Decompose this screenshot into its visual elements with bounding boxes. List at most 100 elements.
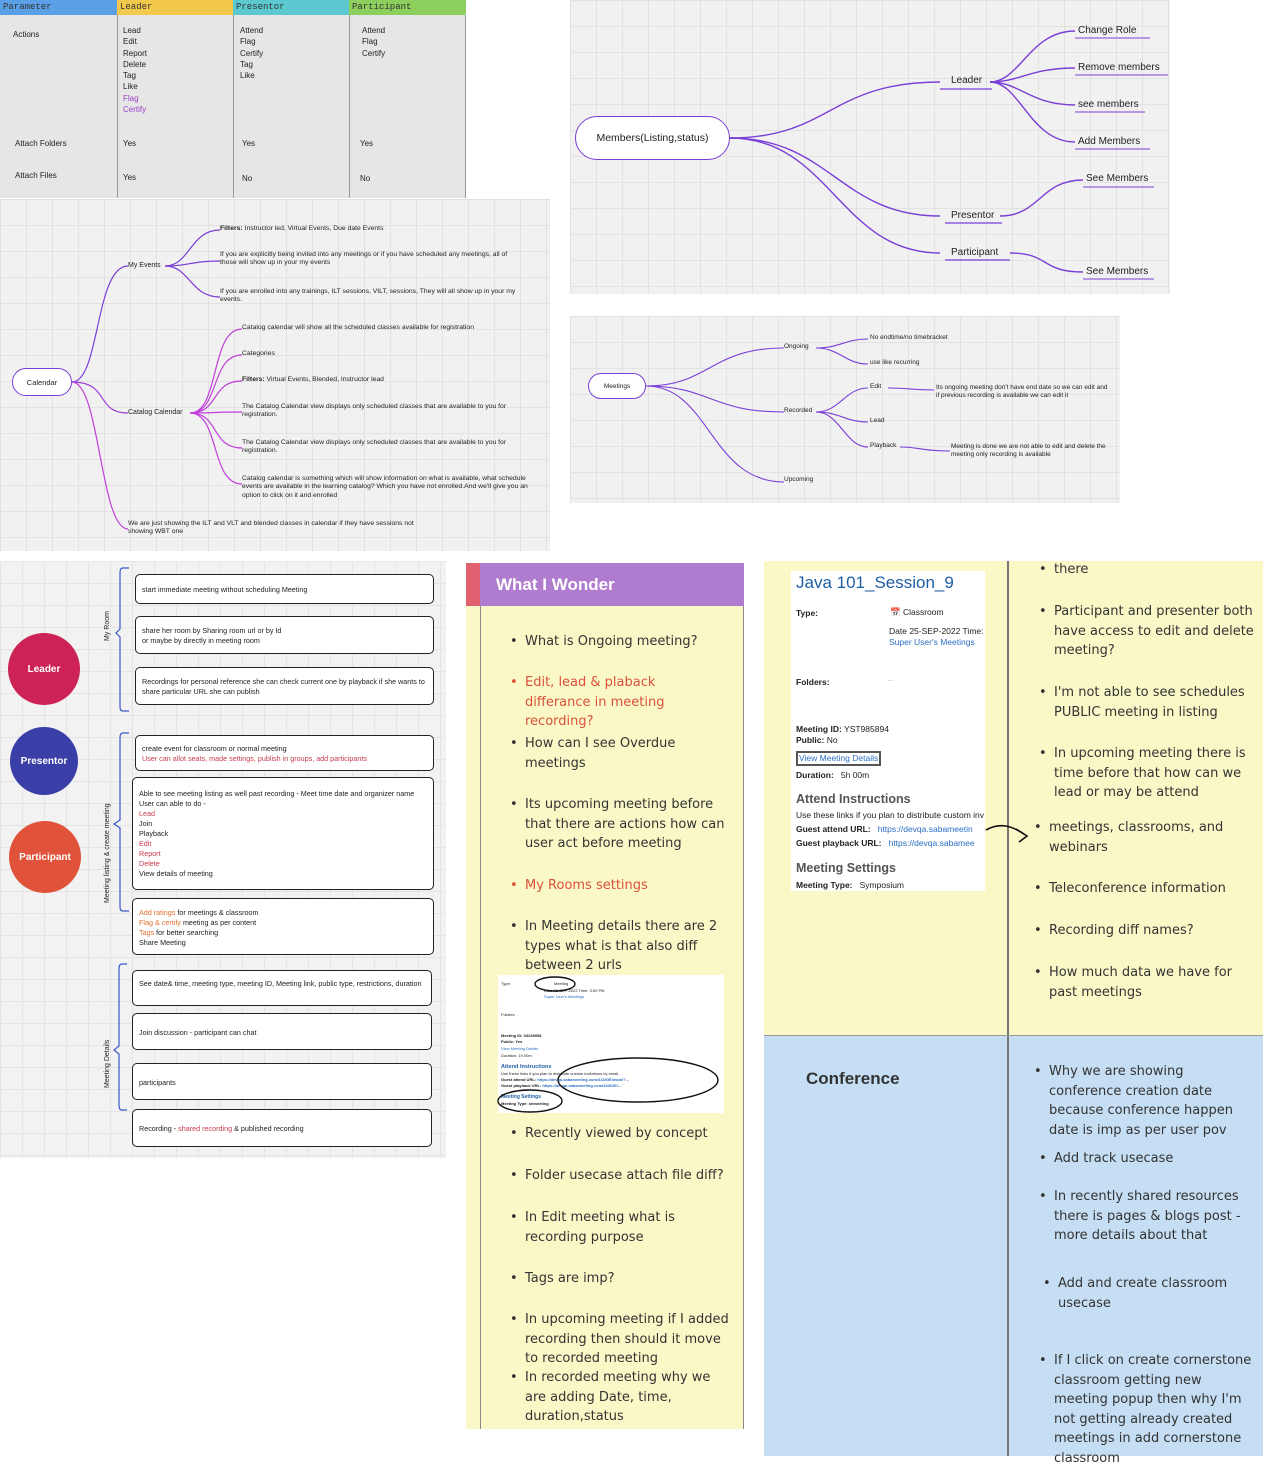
cell-value: No: [242, 174, 253, 183]
ongoing-recurring: use like recurring: [870, 359, 920, 366]
question-item: In upcoming meeting there is time before…: [1039, 744, 1254, 803]
session-date: Date 25-SEP-2022 Time: -: [889, 626, 985, 636]
box-see-date-time: See date& time, meeting type, meeting ID…: [132, 970, 432, 1006]
members-root-label: Members(Listing,status): [596, 132, 709, 144]
calendar-icon: 📅: [890, 607, 901, 617]
table-header-parameter: Parameter: [0, 0, 117, 15]
session-use: Use these links if you plan to distribut…: [796, 810, 985, 820]
cell-value: Yes: [360, 139, 374, 148]
mini-gpu-v[interactable]: https://devqa.sabameeting.com/443/GE/...: [542, 1083, 622, 1088]
session-folders: Folders:: [796, 677, 830, 687]
meetings-root-label: Meetings: [603, 382, 631, 390]
box-ratings: Add ratings for meetings & classroom Fla…: [132, 898, 434, 955]
calendar-catalog-calendar: Catalog Calendar: [128, 409, 183, 416]
cell-value: Yes: [123, 139, 137, 148]
mini-use: Use these links if you plan to distribut…: [501, 1071, 620, 1076]
cell-value: Yes: [242, 139, 256, 148]
wonder-item: Recently viewed by concept: [510, 1124, 730, 1144]
conference-item: Add and create classroom usecase: [1043, 1274, 1253, 1313]
session-sub[interactable]: Super User's Meetings: [889, 637, 975, 647]
playback-note: Meeting is done we are not able to edit …: [951, 443, 1106, 459]
meetings-connectors: [645, 338, 951, 483]
session-dur: 5h 00m: [840, 770, 870, 780]
session-mid: YST985894: [844, 724, 889, 734]
row-label-attach-folders: Attach Folders: [15, 139, 67, 148]
members-root-node: Members(Listing,status): [575, 116, 730, 160]
table-header-presentor: Presentor: [233, 0, 349, 15]
mini-sub: Super User's Meetings: [544, 994, 585, 999]
cell-value: Yes: [123, 173, 137, 182]
guest-attend-url[interactable]: https://devqa.sabameetin: [877, 824, 973, 834]
recorded-edit: Edit: [870, 383, 882, 390]
catalog-filters: Filters: Virtual Events, Blended, Instru…: [242, 376, 384, 383]
session-type-label: Type:: [796, 608, 819, 618]
mini-date: Date 26-SEP-2022 Time: 3:00 PM: [544, 988, 605, 993]
view-meeting-details-link[interactable]: View Meeting Details: [796, 751, 882, 766]
calendar-root-node: Calendar: [12, 368, 72, 396]
question-item: there: [1039, 560, 1254, 580]
mini-dur: Duration: 1h 00m: [501, 1053, 532, 1058]
members-participant: Participant: [951, 247, 999, 258]
conference-item: In recently shared resources there is pa…: [1039, 1187, 1254, 1246]
ongoing-no-endtime: No endtime/no timebracket: [870, 334, 948, 341]
meetings-root-node: Meetings: [588, 373, 646, 399]
mini-gau: Guest attend URL:: [501, 1077, 537, 1082]
mini-gau-v[interactable]: https://devqa.sabameeting.com/443/GE/mai…: [537, 1077, 630, 1082]
conference-title: Conference: [806, 1069, 900, 1088]
session-folders-v: ...: [888, 677, 894, 683]
wonder-item: In recorded meeting why we are adding Da…: [510, 1368, 730, 1427]
members-change-role: Change Role: [1078, 25, 1137, 36]
catalog-categories: Categories: [242, 350, 275, 357]
mini-mt: Meeting Type:: [501, 1101, 528, 1106]
role-presentor-label: Presentor: [20, 755, 68, 767]
role-participant-circle: Participant: [9, 821, 81, 893]
role-leader-label: Leader: [27, 663, 61, 675]
question-item: Teleconference information: [1034, 879, 1254, 899]
members-see-members: see members: [1078, 99, 1139, 110]
calendar-connectors: [71, 229, 243, 530]
mini-vmd[interactable]: View Meeting Details: [501, 1046, 539, 1051]
group-my-room: My Room: [104, 611, 111, 641]
box-recording: Recording - shared recording & published…: [132, 1109, 432, 1147]
wonder-item: My Rooms settings: [510, 876, 725, 896]
row-label-attach-files: Attach Files: [15, 171, 57, 180]
meetings-recorded: Recorded: [784, 407, 813, 414]
question-item: I'm not able to see schedules PUBLIC mee…: [1039, 683, 1254, 722]
role-participant-label: Participant: [19, 851, 71, 863]
table-header-participant: Participant: [349, 0, 466, 15]
session-mt-v: Symposium: [859, 880, 905, 890]
box-meeting-listing: Able to see meeting listing as well past…: [132, 777, 434, 890]
calendar-note: We are just showing the ILT and VLT and …: [128, 520, 414, 536]
my-events-filters: Filters: Instructor led, Virtual Events,…: [220, 225, 384, 232]
edit-note: Its ongoing meeting don't have end date …: [936, 384, 1108, 400]
table-header-leader: Leader: [117, 0, 233, 15]
session-pub: No: [826, 735, 838, 745]
question-item: meetings, classrooms, and webinars: [1034, 818, 1254, 857]
catalog-show-all: Catalog calendar will show all the sched…: [242, 324, 474, 331]
group-meeting-listing: Meeting listing & create meeting: [104, 803, 111, 903]
wonder-item: In Edit meeting what is recording purpos…: [510, 1208, 725, 1247]
conference-item: If I click on create cornerstone classro…: [1039, 1351, 1259, 1468]
session-card: Java 101_Session_9 Type: 📅 Classroom Dat…: [791, 571, 985, 891]
wonder-item: In upcoming meeting if I added recording…: [510, 1310, 730, 1369]
catalog-view-2: The Catalog Calendar view displays only …: [242, 439, 507, 455]
box-create-event: create event for classroom or normal mee…: [135, 735, 434, 771]
wonder-item: Edit, lead & plaback differance in meeti…: [510, 673, 725, 732]
wonder-item: Folder usecase attach file diff?: [510, 1166, 730, 1186]
mini-mt-v: shmeeting: [528, 1101, 549, 1106]
meeting-details-thumbnail: Type: Meeting Date 26-SEP-2022 Time: 3:0…: [497, 975, 724, 1113]
handdrawn-circles: [497, 976, 719, 1113]
room-diagram: Leader Presentor Participant My Room Mee…: [0, 561, 446, 1158]
box-start-immediate: start immediate meeting without scheduli…: [135, 574, 434, 604]
row-label-actions: Actions: [13, 30, 40, 39]
roles-table: Parameter Leader Presentor Participant A…: [0, 0, 466, 198]
meetings-mindmap: Meetings Ongoing Recorded Upcoming No en…: [570, 316, 1120, 503]
question-item: How much data we have for past meetings: [1034, 963, 1254, 1002]
mini-mid: Meeting ID: 04236958: [501, 1033, 542, 1038]
meetings-ongoing: Ongoing: [784, 343, 809, 350]
members-remove-members: Remove members: [1078, 62, 1160, 73]
guest-playback-url[interactable]: https://devqa.sabamee: [888, 838, 975, 848]
wonder-item: Its upcoming meeting before that there a…: [510, 795, 730, 854]
